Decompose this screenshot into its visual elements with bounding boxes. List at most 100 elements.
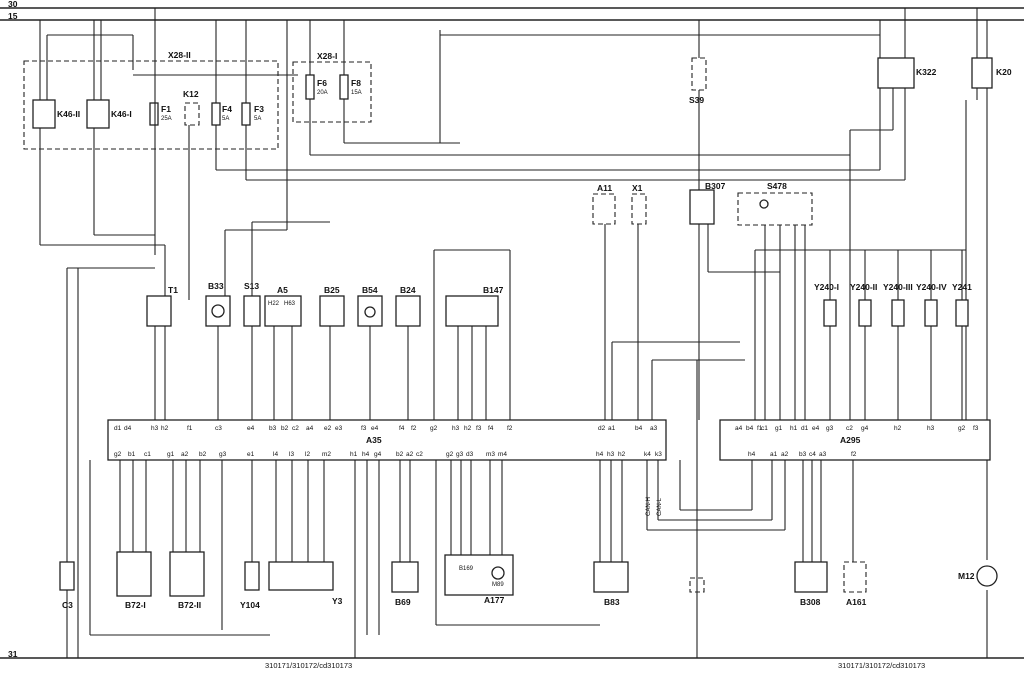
y240-2-valve [858,299,872,327]
b33-label: B33 [208,281,224,291]
pin-label: c4 [809,451,816,458]
f6-label: F6 [317,78,327,88]
y240-1-valve [823,299,837,327]
b169-label: B169 [459,566,474,572]
pin-label: b2 [396,451,404,458]
pin-label: b4 [635,425,643,432]
b72-2-label: B72-II [178,600,201,610]
rail-30-label: 30 [8,0,18,9]
pin-label: g2 [958,425,966,432]
pin-label: f2 [411,425,417,432]
pin-label: f3 [476,425,482,432]
pin-label: g1 [167,451,175,458]
lamp-icon [759,199,769,209]
a295-top-pin-labels: a4 b4 f1 c1 g1 h1 d1 e4 g3 c2 g4 h2 h3 g… [735,425,979,432]
pin-label: h2 [464,425,472,432]
b307-label: B307 [705,181,726,191]
f1-fuse [149,102,159,126]
pin-label: c2 [292,425,299,432]
pin-label: f2 [851,451,857,458]
f4-rating: 5A [222,116,229,122]
pin-label: g4 [861,425,869,432]
b69-label: B69 [395,597,411,607]
k46-1-relay [86,99,110,129]
pin-label: f3 [973,425,979,432]
b83-label: B83 [604,597,620,607]
a295-label: A295 [840,435,861,445]
pin-label: h3 [151,425,159,432]
a161-unit [843,561,867,593]
pin-label: g3 [826,425,834,432]
pin-label: e4 [371,425,379,432]
f1-rating: 25A [161,116,172,122]
a35-label: A35 [366,435,382,445]
pin-label: f4 [488,425,494,432]
a5-label: A5 [277,285,288,295]
pin-label: m3 [486,451,495,458]
pin-label: f4 [399,425,405,432]
f6-fuse [305,74,315,100]
pin-label: h2 [894,425,902,432]
can-h-label: CAN-H [646,497,652,516]
footer-code-right: 310171/310172/cd310173 [838,661,925,670]
pin-label: l4 [273,451,278,458]
y241-label: Y241 [952,282,972,292]
pin-label: a2 [781,451,789,458]
f3-rating: 5A [254,116,261,122]
f1-label: F1 [161,104,171,114]
x1-connector [631,193,647,225]
f3-label: F3 [254,104,264,114]
pin-label: d2 [598,425,606,432]
s39-switch [691,57,707,91]
y240-4-label: Y240-IV [916,282,947,292]
f6-rating: 20A [317,90,328,96]
pin-label: a4 [735,425,743,432]
b72-1-label: B72-I [125,600,146,610]
x1-label: X1 [632,183,643,193]
c3-capacitor [59,561,75,591]
pin-label: b3 [799,451,807,458]
pin-label: f3 [361,425,367,432]
a35-module [107,419,667,461]
f8-fuse [339,74,349,100]
y241-valve [955,299,969,327]
pin-label: e4 [812,425,820,432]
pin-label: d3 [466,451,474,458]
pin-label: a2 [181,451,189,458]
b25-label: B25 [324,285,340,295]
pin-label: b2 [281,425,289,432]
k322-relay [877,57,915,89]
rail-15-label: 15 [8,11,18,21]
pin-label: g2 [114,451,122,458]
y3-label: Y3 [332,596,343,606]
pin-label: h3 [452,425,460,432]
b72-2-sensor [169,551,205,597]
rail-31-label: 31 [8,649,18,659]
can-l-label: CAN-L [657,497,663,516]
a295-bottom-pin-labels: h4 a1 a2 b3 c4 a3 f2 [748,451,857,458]
pin-label: c2 [416,451,423,458]
pin-label: b3 [269,425,277,432]
b69-sensor [391,561,419,593]
t1-label: T1 [168,285,178,295]
a161-label: A161 [846,597,867,607]
y240-2-label: Y240-II [850,282,877,292]
pin-label: m4 [498,451,507,458]
y240-1-label: Y240-I [814,282,839,292]
pin-label: l2 [305,451,310,458]
pin-label: e3 [335,425,343,432]
b308-label: B308 [800,597,821,607]
pin-label: e4 [247,425,255,432]
b24-label: B24 [400,285,416,295]
f8-rating: 15A [351,90,362,96]
b72-1-sensor [116,551,152,597]
k12-box [184,102,200,126]
k20-label: K20 [996,67,1012,77]
pin-label: b2 [199,451,207,458]
pin-label: h4 [596,451,604,458]
pin-label: f1 [757,425,763,432]
y240-3-label: Y240-III [883,282,913,292]
pin-label: d4 [124,425,132,432]
pin-label: c3 [215,425,222,432]
